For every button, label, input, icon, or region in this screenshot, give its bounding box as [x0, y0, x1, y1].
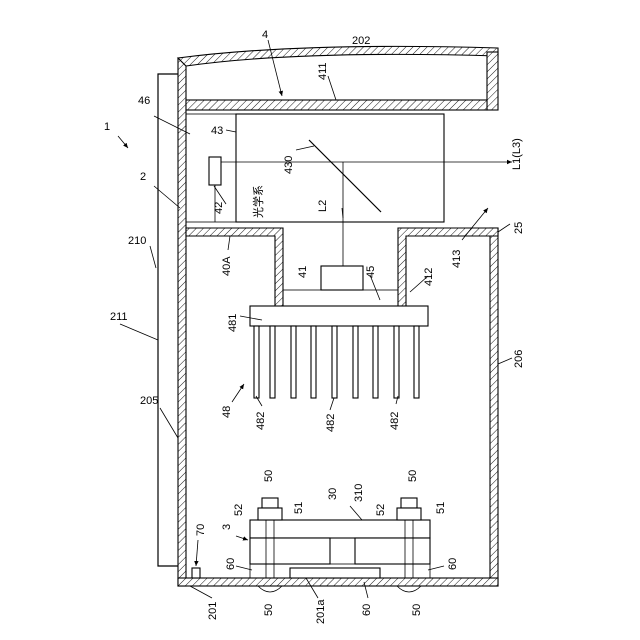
label-482-c: 482	[389, 412, 401, 430]
left-wall	[178, 58, 186, 586]
label-482-a: 482	[255, 412, 267, 430]
label-51-b: 51	[435, 502, 447, 514]
top-wall	[178, 46, 498, 66]
label-52-b: 52	[375, 504, 387, 516]
label-205: 205	[140, 395, 158, 407]
label-48: 48	[221, 406, 233, 418]
label-310: 310	[353, 484, 365, 502]
right-wall	[490, 228, 498, 586]
label-25: 25	[513, 222, 525, 234]
bolt-50-right	[401, 498, 417, 508]
label-60-a: 60	[225, 558, 237, 570]
label-46: 46	[138, 95, 150, 107]
right-step-412	[398, 228, 498, 306]
label-3: 3	[221, 524, 233, 530]
label-50-c: 50	[263, 604, 275, 616]
foot-50-left	[258, 586, 282, 592]
label-2: 2	[140, 171, 146, 183]
label-70: 70	[195, 524, 207, 536]
label-412: 412	[423, 268, 435, 286]
label-50-a: 50	[263, 470, 275, 482]
label-L1: L1(L3)	[511, 138, 523, 170]
label-43: 43	[211, 125, 223, 137]
label-51-a: 51	[293, 502, 305, 514]
label-211: 211	[110, 311, 128, 323]
label-42: 42	[213, 202, 225, 214]
label-481: 481	[227, 314, 239, 332]
bottom-wall	[178, 578, 498, 586]
label-1: 1	[104, 121, 110, 133]
foot-50-right	[397, 586, 421, 592]
label-210: 210	[128, 235, 146, 247]
heatsink-base-481	[250, 306, 428, 326]
label-201: 201	[207, 602, 219, 620]
label-4: 4	[262, 29, 268, 41]
base-45	[283, 290, 398, 306]
plate-30	[250, 520, 430, 538]
block-60-left	[250, 538, 330, 564]
label-60-c: 60	[361, 604, 373, 616]
label-52-a: 52	[233, 504, 245, 516]
bolt-50-left	[262, 498, 278, 508]
label-L2: L2	[317, 200, 329, 212]
label-30: 30	[327, 488, 339, 500]
label-430: 430	[283, 156, 295, 174]
label-optics: 光学系	[251, 185, 265, 218]
heatsink-fins-482	[254, 326, 419, 398]
bracket-210	[158, 74, 178, 566]
sensor-42	[209, 157, 221, 185]
label-411: 411	[317, 62, 329, 80]
left-step-40A	[186, 228, 283, 306]
label-201a: 201a	[315, 599, 327, 624]
element-70	[192, 568, 200, 578]
chip-41	[321, 266, 363, 290]
nut-51-left	[258, 508, 282, 520]
upper-right-wall	[487, 52, 498, 110]
optical-system-box	[236, 114, 444, 222]
shelf-411	[186, 100, 487, 110]
label-60-b: 60	[447, 558, 459, 570]
block-60-right	[355, 538, 430, 564]
label-50-d: 50	[411, 604, 423, 616]
plate-201a	[290, 568, 380, 578]
label-202: 202	[352, 35, 370, 47]
label-45: 45	[365, 266, 377, 278]
label-482-b: 482	[325, 414, 337, 432]
label-40A: 40A	[221, 256, 233, 276]
label-41: 41	[297, 266, 309, 278]
label-413: 413	[451, 250, 463, 268]
label-50-b: 50	[407, 470, 419, 482]
label-206: 206	[513, 350, 525, 368]
nut-51-right	[397, 508, 421, 520]
